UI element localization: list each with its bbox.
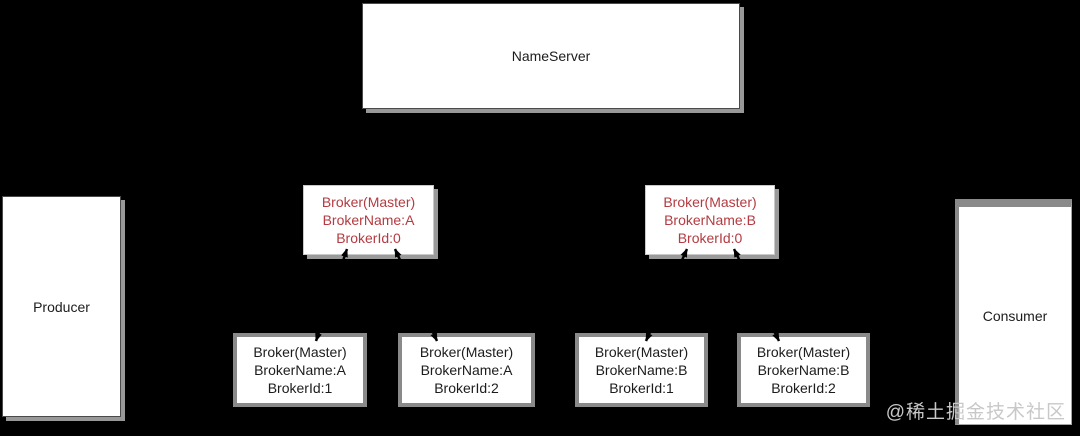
node-nameserver: NameServer — [362, 3, 740, 109]
connector-masterA-brokerA2 — [393, 249, 439, 341]
connector-masterB-brokerB2 — [732, 249, 781, 341]
node-broker-master-a: Broker(Master) BrokerName:A BrokerId:0 — [303, 185, 434, 255]
broker-master-a-line1: Broker(Master) — [321, 194, 416, 210]
broker-a1-line3: BrokerId:1 — [267, 380, 333, 396]
node-broker-b1: Broker(Master) BrokerName:B BrokerId:1 — [575, 333, 708, 407]
broker-a1-line2: BrokerName:A — [254, 362, 346, 378]
broker-b2-line2: BrokerName:B — [757, 362, 850, 378]
broker-a1-line1: Broker(Master) — [253, 344, 347, 360]
node-consumer: Consumer — [955, 199, 1072, 425]
consumer-label: Consumer — [982, 307, 1048, 324]
broker-master-b-line2: BrokerName:B — [664, 212, 756, 228]
broker-master-b-line3: BrokerId:0 — [677, 230, 743, 246]
connector-masterB-brokerB1 — [644, 249, 689, 341]
nameserver-label: NameServer — [511, 48, 591, 64]
node-producer: Producer — [2, 196, 121, 417]
broker-b1-line2: BrokerName:B — [595, 362, 688, 378]
producer-label: Producer — [33, 298, 90, 315]
watermark: @稀土掘金技术社区 — [885, 402, 1066, 423]
broker-b2-line3: BrokerId:2 — [771, 380, 836, 396]
broker-b1-line3: BrokerId:1 — [609, 380, 674, 396]
broker-master-b-line1: Broker(Master) — [663, 194, 757, 210]
broker-b1-line1: Broker(Master) — [594, 344, 689, 360]
broker-master-a-line3: BrokerId:0 — [336, 230, 401, 246]
node-broker-b2: Broker(Master) BrokerName:B BrokerId:2 — [737, 333, 870, 407]
broker-master-a-line2: BrokerName:A — [322, 212, 415, 228]
node-broker-master-b: Broker(Master) BrokerName:B BrokerId:0 — [645, 185, 775, 255]
connector-masterA-brokerA1 — [314, 248, 349, 342]
broker-a2-line1: Broker(Master) — [419, 344, 514, 360]
broker-b2-line1: Broker(Master) — [756, 344, 851, 360]
broker-a2-line2: BrokerName:A — [420, 362, 513, 378]
broker-a2-line3: BrokerId:2 — [434, 380, 499, 396]
node-broker-a1: Broker(Master) BrokerName:A BrokerId:1 — [233, 333, 367, 407]
node-broker-a2: Broker(Master) BrokerName:A BrokerId:2 — [398, 333, 535, 407]
